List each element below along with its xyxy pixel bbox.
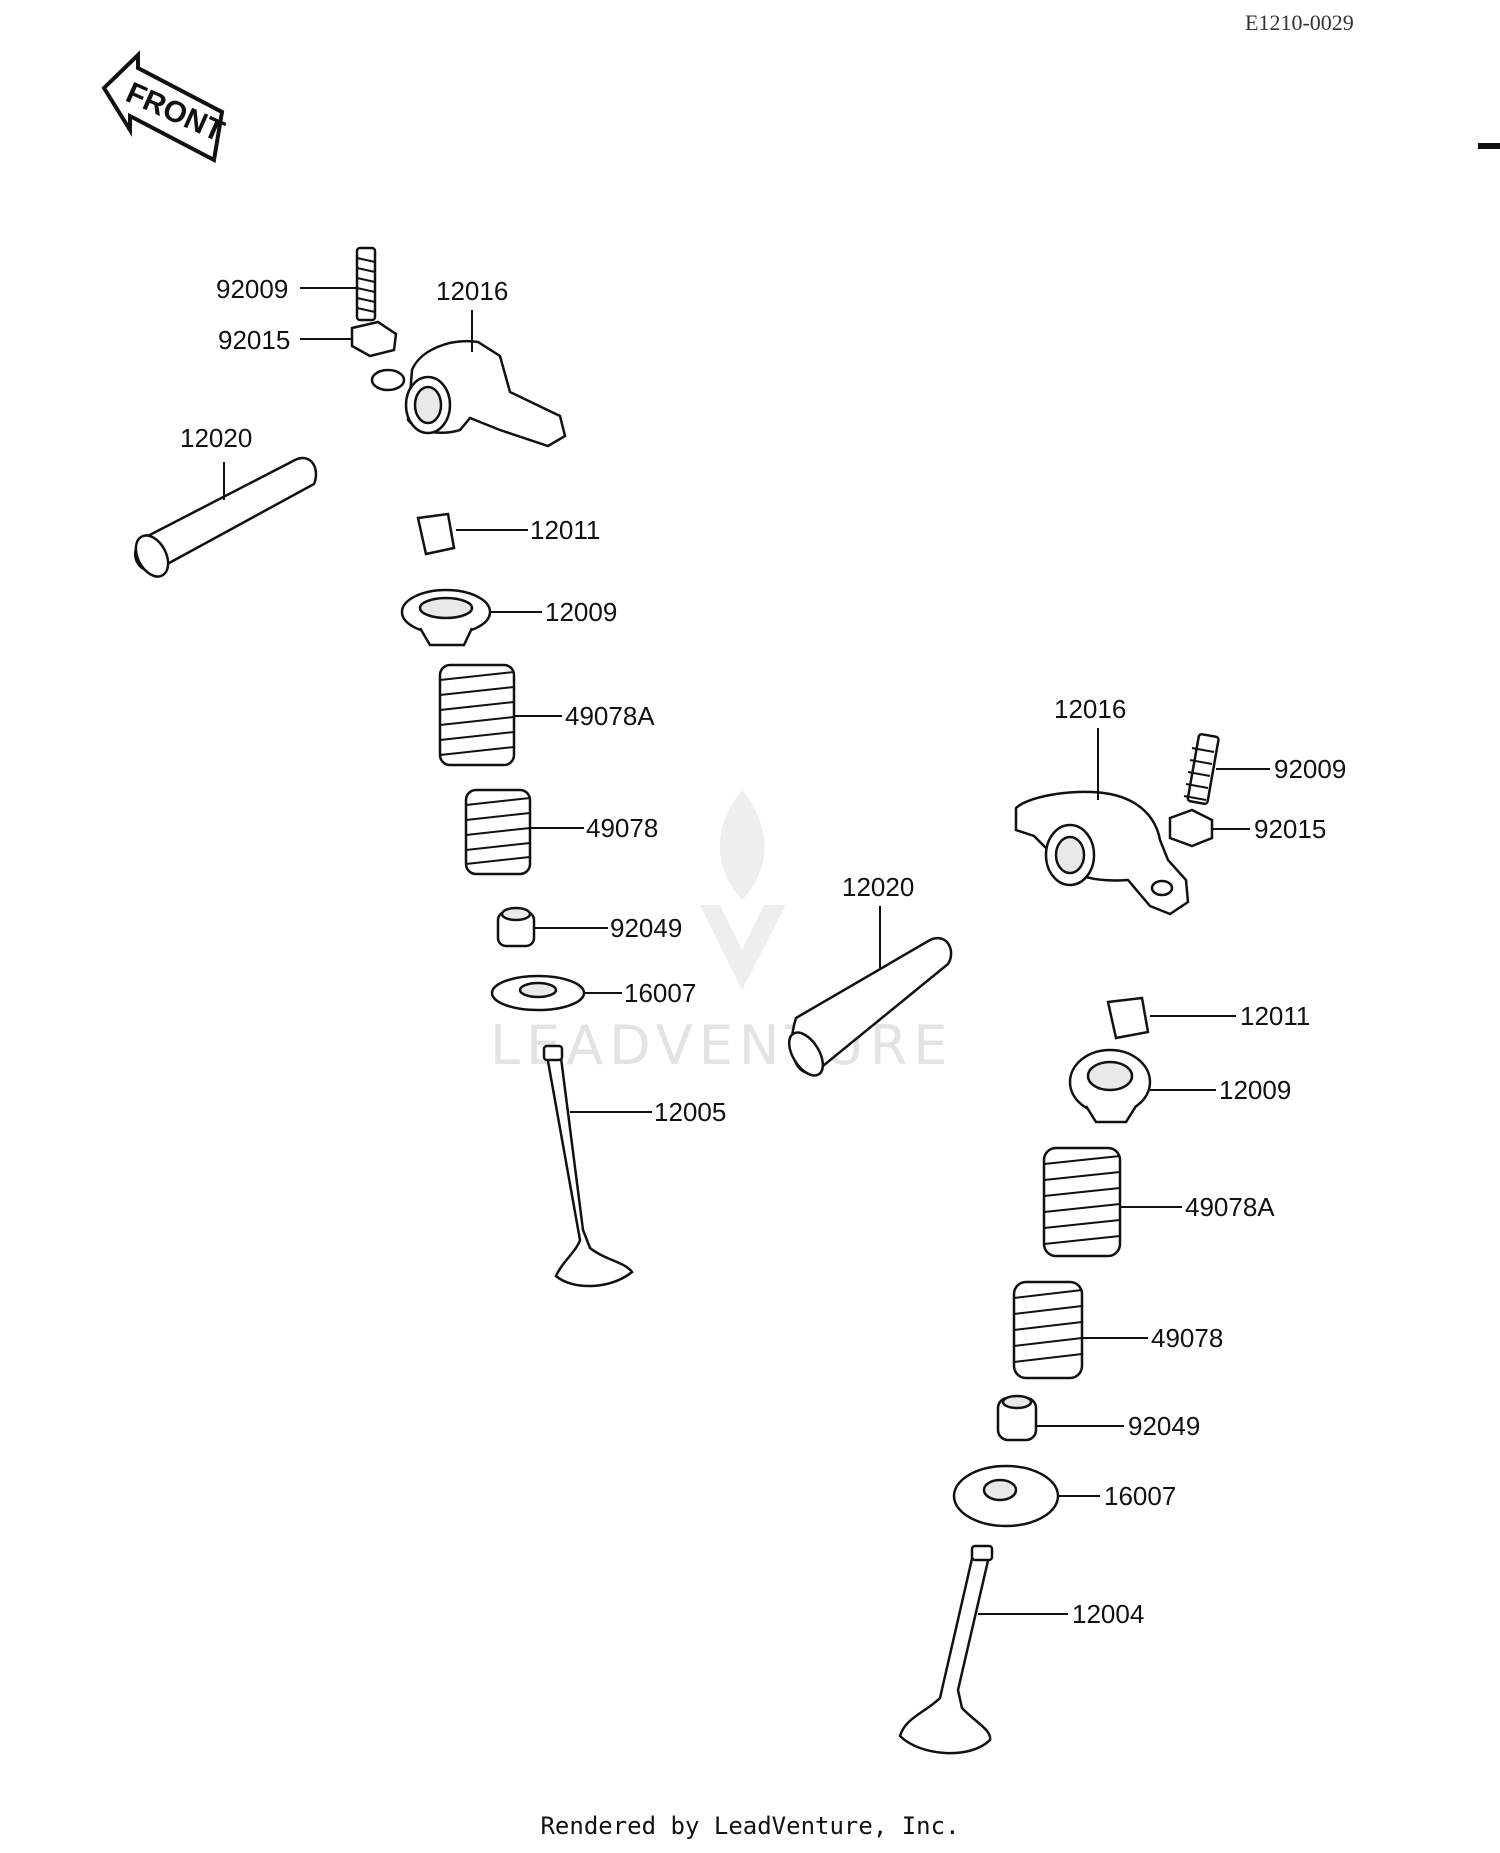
label-left-92009: 92009	[216, 274, 288, 304]
left-adjusting-screw	[355, 246, 377, 322]
left-spring-seat	[490, 974, 586, 1012]
left-retainer	[400, 588, 492, 647]
left-stem-seal	[496, 906, 536, 948]
label-right-12009: 12009	[1219, 1075, 1291, 1105]
edge-mark	[1478, 143, 1500, 149]
label-right-49078A: 49078A	[1185, 1192, 1275, 1222]
label-right-12011: 12011	[1240, 1001, 1310, 1031]
left-rocker-arm	[404, 340, 567, 448]
left-outer-spring	[438, 663, 516, 767]
left-inner-spring	[464, 788, 532, 876]
right-retainer	[1068, 1048, 1152, 1124]
front-arrow-icon: FRONT	[101, 50, 229, 164]
label-right-92049: 92049	[1128, 1411, 1200, 1441]
right-adjusting-screw	[1183, 733, 1220, 806]
right-leaders	[978, 728, 1270, 1615]
label-left-12016: 12016	[436, 276, 508, 306]
right-stem-seal	[996, 1394, 1038, 1442]
label-middle-12020: 12020	[842, 872, 914, 902]
label-right-92009: 92009	[1274, 754, 1346, 784]
watermark-logo: LEADVENTURE	[490, 790, 947, 1077]
label-left-12020: 12020	[180, 423, 252, 453]
label-left-92015: 92015	[218, 325, 290, 355]
footer-credit: Rendered by LeadVenture, Inc.	[540, 1812, 960, 1840]
label-left-16007: 16007	[624, 978, 696, 1008]
label-right-49078: 49078	[1151, 1323, 1223, 1353]
label-right-12004: 12004	[1072, 1599, 1144, 1629]
right-spring-seat	[952, 1464, 1060, 1528]
label-left-49078A: 49078A	[565, 701, 655, 731]
right-inner-spring	[1012, 1280, 1084, 1380]
left-small-washer	[370, 368, 406, 392]
left-nut	[350, 320, 398, 358]
middle-rocker-shaft	[787, 936, 953, 1077]
right-valve	[898, 1544, 994, 1755]
left-cotter	[416, 512, 456, 556]
label-left-12005: 12005	[654, 1097, 726, 1127]
left-leaders	[223, 287, 652, 1113]
label-right-92015: 92015	[1254, 814, 1326, 844]
left-rocker-shaft	[134, 456, 318, 578]
label-left-12011: 12011	[530, 515, 600, 545]
right-rocker-arm	[1014, 790, 1190, 916]
label-left-49078: 49078	[586, 813, 658, 843]
label-left-12009: 12009	[545, 597, 617, 627]
diagram-code: E1210-0029	[1245, 10, 1354, 35]
left-valve	[542, 1044, 634, 1288]
right-cotter	[1106, 996, 1150, 1040]
label-right-16007: 16007	[1104, 1481, 1176, 1511]
right-outer-spring	[1042, 1146, 1122, 1258]
right-nut	[1168, 808, 1214, 848]
label-right-12016: 12016	[1054, 694, 1126, 724]
label-left-92049: 92049	[610, 913, 682, 943]
